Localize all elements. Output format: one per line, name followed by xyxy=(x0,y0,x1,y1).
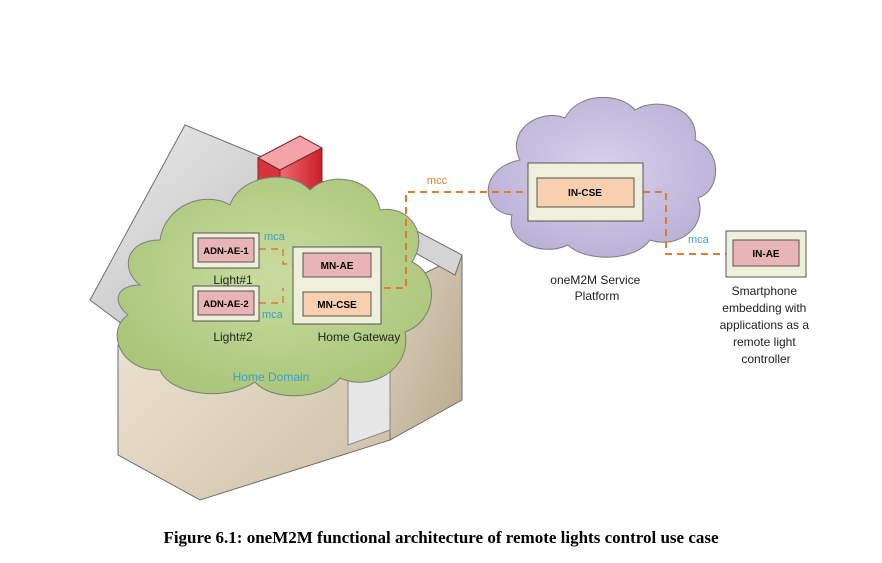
light1-device: ADN-AE-1 xyxy=(192,232,260,269)
in-cse-box xyxy=(536,177,635,208)
smartphone-device: IN-AE xyxy=(725,230,807,278)
mcc-label: mcc xyxy=(427,175,448,187)
light2-device: ADN-AE-2 xyxy=(192,285,260,322)
smartphone-label-line: embedding with xyxy=(722,301,806,315)
adn-ae-1-box xyxy=(197,237,255,263)
mca-label-smartphone: mca xyxy=(688,234,710,246)
adn-ae-1-label: ADN-AE-1 xyxy=(203,246,249,257)
platform-label: oneM2M Service Platform xyxy=(550,273,643,303)
reference-links xyxy=(259,191,726,304)
home-domain-cloud xyxy=(116,176,432,397)
mca-label-light1: mca xyxy=(264,231,286,243)
home-gateway-device: MN-AE MN-CSE xyxy=(292,246,382,325)
smartphone-label-line: applications as a xyxy=(720,318,810,332)
home-domain-label: Home Domain xyxy=(233,370,310,384)
smartphone-label-line: controller xyxy=(741,352,790,366)
adn-ae-2-box xyxy=(197,290,255,316)
platform-node: IN-CSE xyxy=(527,162,644,222)
mn-cse-box xyxy=(302,291,372,317)
figure-caption: Figure 6.1: oneM2M functional architectu… xyxy=(163,528,719,547)
light1-label: Light#1 xyxy=(213,273,253,287)
mca-link-light2 xyxy=(259,288,284,304)
platform-label-line: oneM2M Service xyxy=(550,273,640,287)
mca-link-light1 xyxy=(259,248,293,265)
home-gateway-label: Home Gateway xyxy=(318,330,401,344)
smartphone-label-line: Smartphone xyxy=(732,284,798,298)
smartphone-label-line: remote light xyxy=(733,335,796,349)
smartphone-label: Smartphone embedding with applications a… xyxy=(720,284,813,366)
mn-ae-box xyxy=(302,252,372,278)
mca-link-smartphone xyxy=(643,191,726,255)
mca-label-light2: mca xyxy=(262,309,284,321)
mn-cse-label: MN-CSE xyxy=(317,300,357,311)
platform-label-line: Platform xyxy=(575,289,620,303)
in-cse-label: IN-CSE xyxy=(568,188,602,199)
adn-ae-2-label: ADN-AE-2 xyxy=(203,299,248,310)
in-ae-box xyxy=(732,239,800,267)
mn-ae-label: MN-AE xyxy=(321,261,354,272)
in-ae-label: IN-AE xyxy=(752,249,780,260)
light2-label: Light#2 xyxy=(213,330,253,344)
